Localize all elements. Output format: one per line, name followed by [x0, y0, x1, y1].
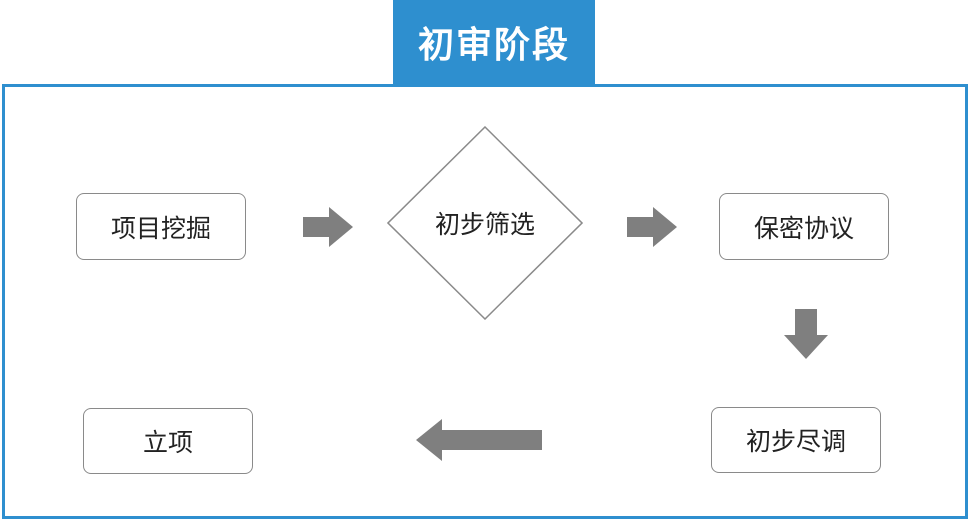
step-label: 立项 [142, 428, 193, 457]
step-label: 初步筛选 [434, 210, 535, 239]
step-project-mining: 项目挖掘 [76, 193, 246, 260]
stage-title: 初审阶段 [393, 0, 595, 84]
step-label: 保密协议 [753, 213, 854, 243]
step-confidentiality-agreement: 保密协议 [719, 193, 889, 260]
step-label: 项目挖掘 [110, 213, 211, 243]
arrow-down-icon [784, 309, 828, 359]
step-project-approval: 立项 [83, 408, 253, 474]
arrow-right-icon [303, 207, 353, 247]
step-preliminary-screening: 初步筛选 [387, 126, 583, 320]
step-label: 初步尽调 [745, 427, 846, 456]
decision-diamond [387, 126, 583, 320]
step-preliminary-due-diligence: 初步尽调 [711, 407, 881, 473]
arrow-right-icon [627, 207, 677, 247]
stage-frame [2, 84, 968, 519]
arrow-left-icon [416, 419, 542, 461]
